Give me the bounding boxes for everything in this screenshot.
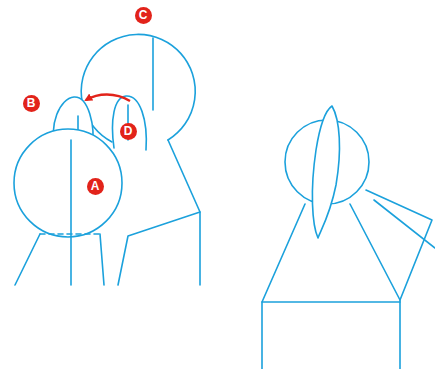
hidden-line (40, 233, 100, 235)
body-outline (374, 200, 435, 248)
body-outline (118, 212, 200, 285)
body-outline (168, 140, 200, 285)
center-line (70, 140, 72, 285)
ear-outline (113, 96, 147, 150)
ear-outline (312, 106, 339, 238)
motion-arrow (86, 95, 130, 102)
callout-marker: A (87, 178, 104, 195)
callout-letter: B (27, 97, 36, 109)
callout-letter: D (124, 125, 133, 137)
body-outline (262, 204, 305, 369)
head-outline (14, 129, 122, 237)
callout-letter: A (91, 180, 100, 192)
body-outline (262, 301, 400, 303)
body-outline (366, 190, 432, 300)
body-outline (100, 234, 104, 285)
callout-marker: C (135, 7, 152, 24)
callout-marker: D (120, 123, 137, 140)
center-line (152, 38, 154, 110)
callout-marker: B (23, 95, 40, 112)
callout-letter: C (139, 9, 148, 21)
body-outline (15, 234, 40, 285)
body-outline (350, 204, 400, 369)
